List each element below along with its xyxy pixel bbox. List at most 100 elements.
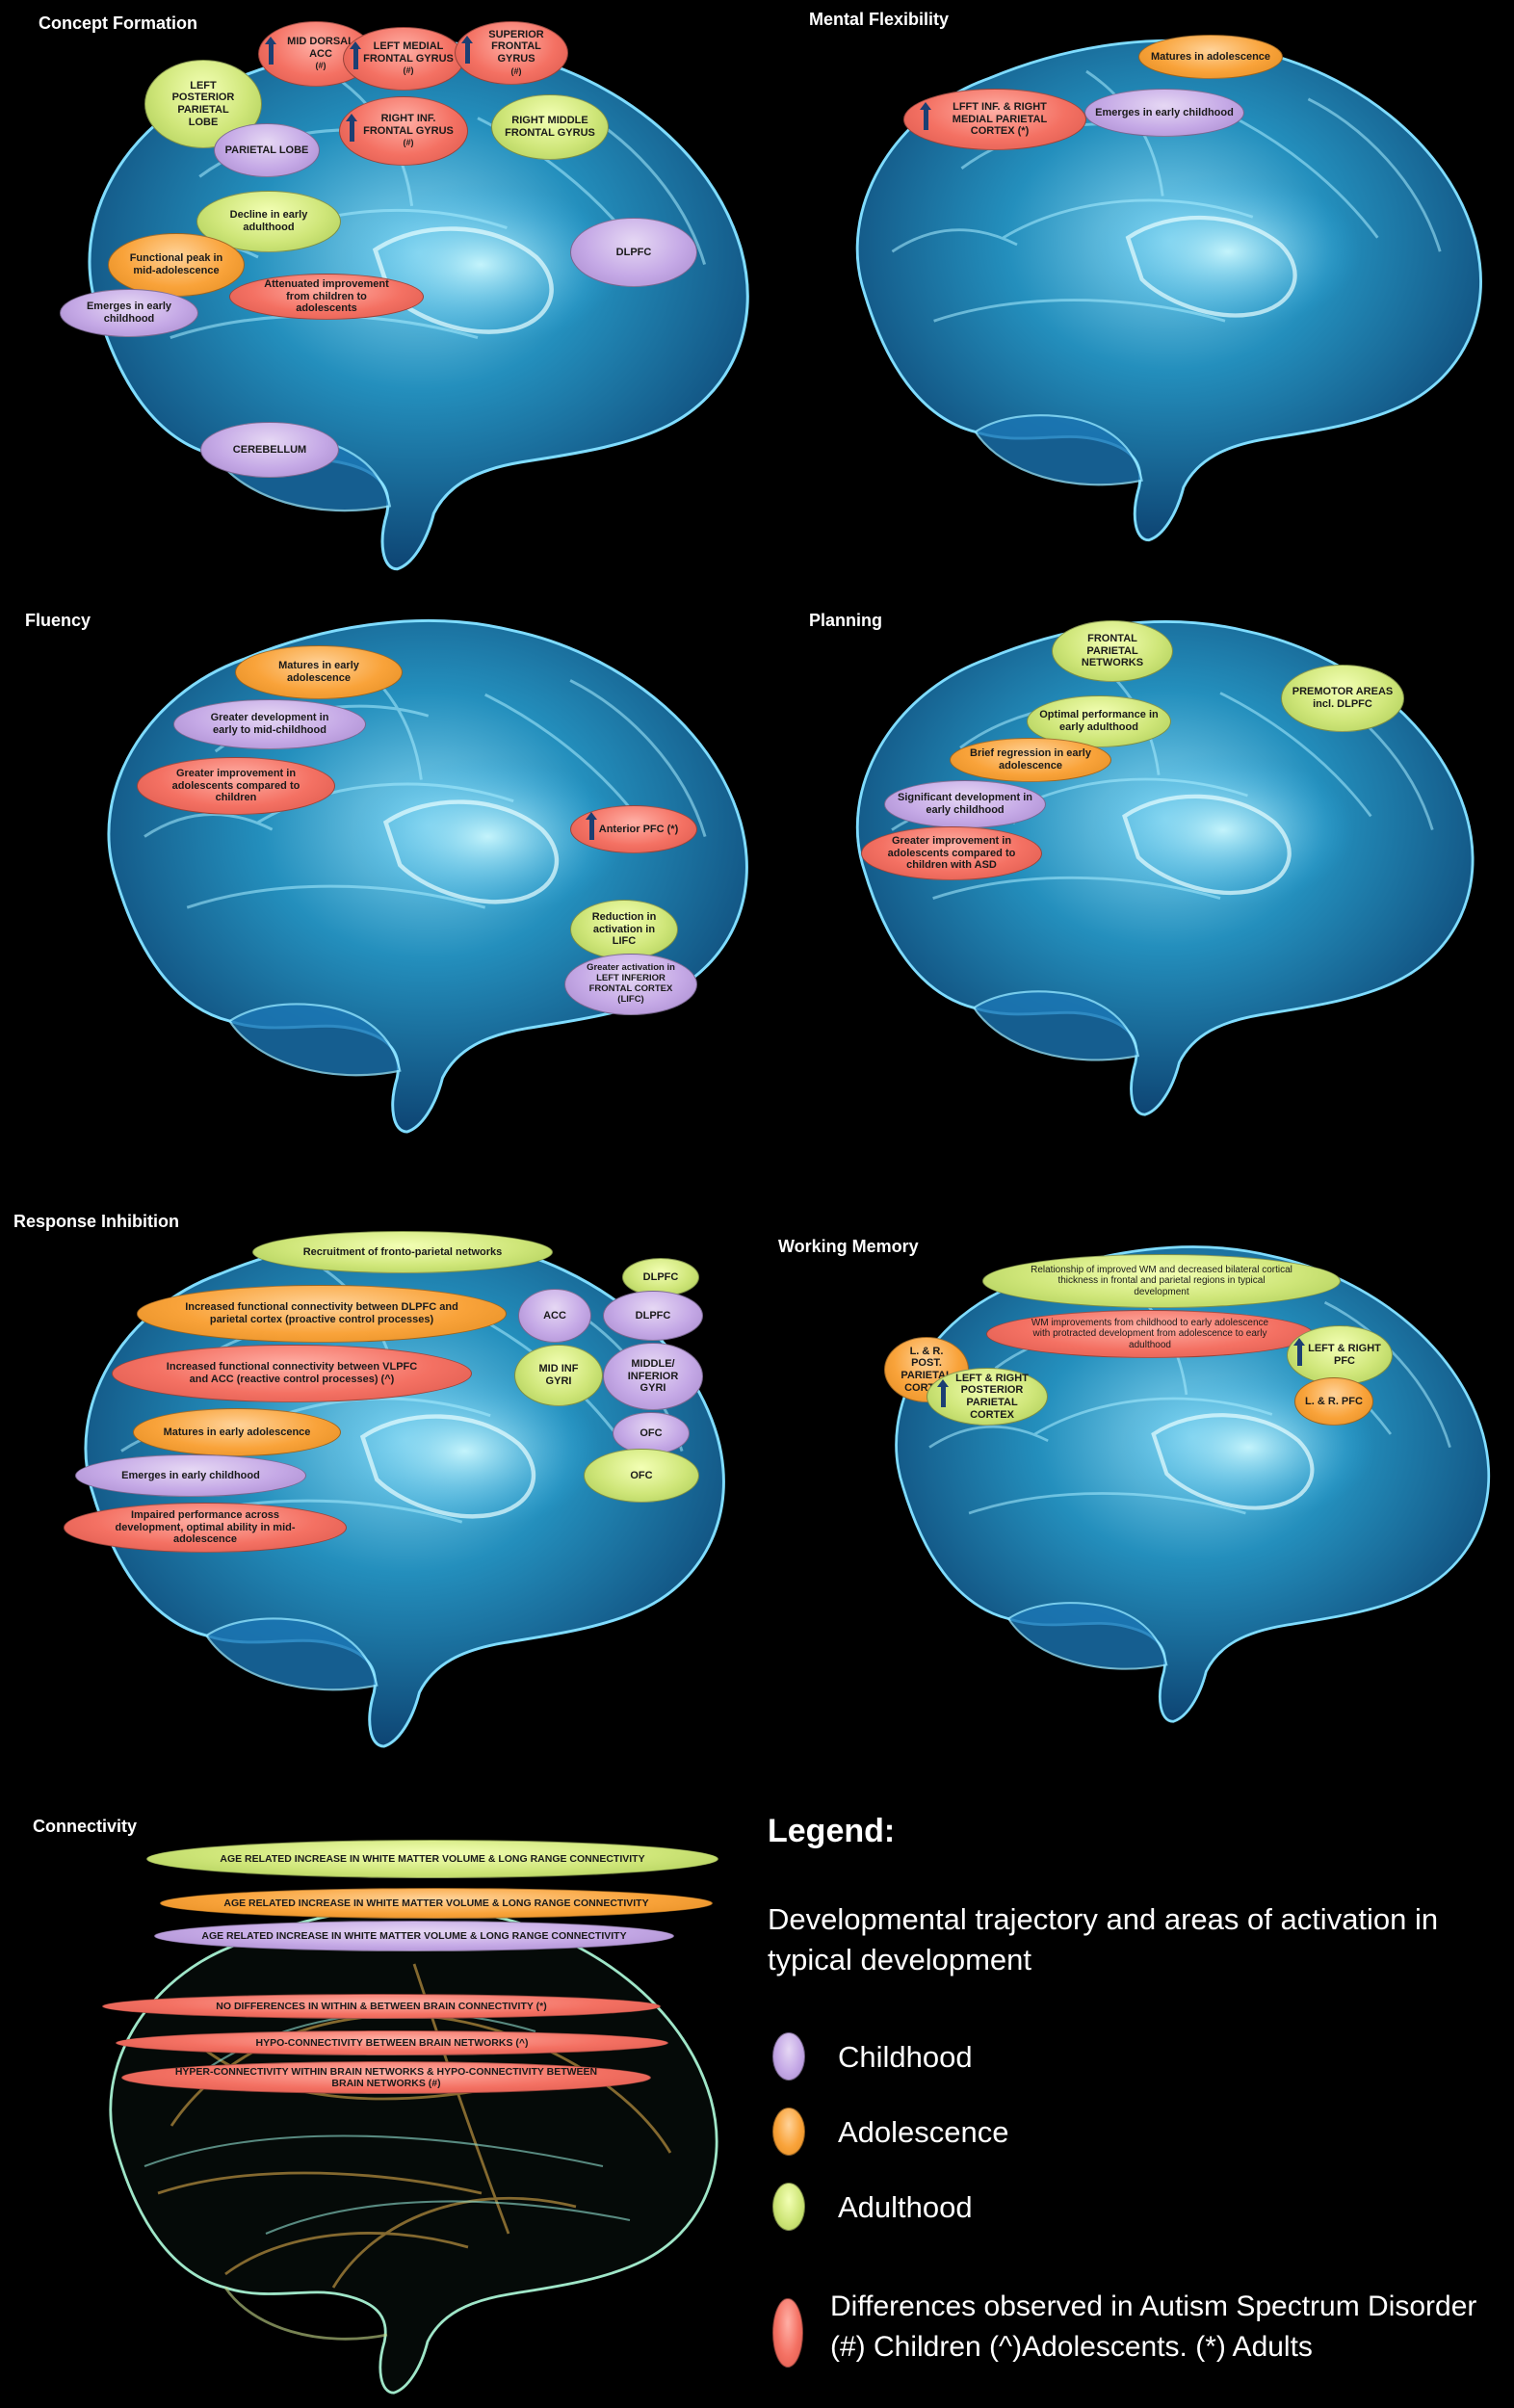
left-posterior-parietal-label: LEFT POSTERIOR PARIETAL LOBE	[163, 80, 244, 129]
legend-adolescence: Adolescence	[838, 2115, 1009, 2150]
acc-oval: ACC	[518, 1289, 591, 1343]
connectivity-bar-5-label: HYPO-CONNECTIVITY BETWEEN BRAIN NETWORKS…	[255, 2037, 528, 2049]
greater-activation-oval: Greater activation in LEFT INFERIOR FRON…	[564, 954, 697, 1015]
emerges-early-childhood-oval: Emerges in early childhood	[60, 289, 198, 337]
up-arrow-icon	[269, 43, 274, 65]
decline-early-adulthood-label: Decline in early adulthood	[221, 209, 317, 233]
left-medial-frontal-mark: (#)	[404, 65, 414, 75]
reduction-activation-oval: Reduction in activation in LIFC	[570, 900, 678, 959]
up-arrow-icon	[941, 1386, 946, 1407]
premotor-areas-oval: PREMOTOR AREAS incl. DLPFC	[1281, 665, 1404, 732]
significant-development-label: Significant development in early childho…	[895, 792, 1035, 816]
connectivity-bar-6: HYPER-CONNECTIVITY WITHIN BRAIN NETWORKS…	[121, 2061, 651, 2094]
mid-dorsal-acc-mark: (#)	[316, 61, 326, 70]
matures-adolescence-label: Matures in adolescence	[1151, 51, 1270, 64]
inhibition-emerges-oval: Emerges in early childhood	[75, 1454, 306, 1497]
acc-label: ACC	[543, 1310, 566, 1322]
middle-inferior-gyri-label: MIDDLE/ INFERIOR GYRI	[613, 1358, 692, 1395]
fluency-matures-oval: Matures in early adolescence	[235, 645, 403, 699]
connectivity-bar-4: NO DIFFERENCES IN WITHIN & BETWEEN BRAIN…	[102, 1994, 661, 2019]
connectivity-bar-2: AGE RELATED INCREASE IN WHITE MATTER VOL…	[160, 1888, 713, 1919]
up-arrow-icon	[1297, 1345, 1302, 1366]
optimal-performance-label: Optimal performance in early adulthood	[1037, 709, 1161, 733]
increased-vlpfc-label: Increased functional connectivity betwee…	[157, 1361, 427, 1385]
greater-improvement-label: Greater improvement in adolescents compa…	[167, 768, 305, 804]
emerges-early-childhood-label: Emerges in early childhood	[82, 301, 176, 325]
left-right-posterior-label: LEFT & RIGHT POSTERIOR PARIETAL CORTEX	[951, 1373, 1033, 1422]
left-right-posterior-oval: LEFT & RIGHT POSTERIOR PARIETAL CORTEX	[927, 1368, 1048, 1426]
increased-dlpfc-oval: Increased functional connectivity betwee…	[137, 1285, 507, 1343]
left-medial-frontal-label: LEFT MEDIAL FRONTAL GYRUS	[363, 40, 454, 65]
up-arrow-icon	[350, 120, 354, 142]
right-middle-frontal-label: RIGHT MIDDLE FRONTAL GYRUS	[502, 115, 598, 139]
middle-inferior-gyri-oval: MIDDLE/ INFERIOR GYRI	[603, 1343, 703, 1410]
cerebellum-oval: CEREBELLUM	[200, 422, 339, 478]
functional-peak-label: Functional peak in mid-adolescence	[128, 252, 224, 276]
right-inf-frontal-mark: (#)	[404, 138, 414, 147]
legend-asd-line1: Differences observed in Autism Spectrum …	[830, 2289, 1504, 2325]
greater-improvement-oval: Greater improvement in adolescents compa…	[137, 757, 335, 815]
connectivity-bar-5: HYPO-CONNECTIVITY BETWEEN BRAIN NETWORKS…	[116, 2030, 668, 2055]
up-arrow-icon	[465, 42, 470, 64]
attenuated-improvement-label: Attenuated improvement from children to …	[255, 278, 398, 315]
left-right-pfc-label: LEFT & RIGHT PFC	[1307, 1343, 1382, 1367]
frontal-parietal-networks-label: FRONTAL PARIETAL NETWORKS	[1062, 633, 1162, 669]
adolescence-swatch	[772, 2107, 805, 2156]
mid-inf-gyri-oval: MID INF GYRI	[514, 1345, 603, 1406]
dlpfc-mid-oval: DLPFC	[603, 1291, 703, 1341]
legend-adulthood: Adulthood	[838, 2190, 973, 2225]
connectivity-bar-2-label: AGE RELATED INCREASE IN WHITE MATTER VOL…	[223, 1898, 648, 1909]
inhibition-matures-oval: Matures in early adolescence	[133, 1408, 341, 1456]
connectivity-brain-image	[64, 1874, 738, 2404]
greater-improvement-asd-oval: Greater improvement in adolescents compa…	[861, 826, 1042, 880]
wm-improvements-oval: WM improvements from childhood to early …	[986, 1310, 1314, 1358]
ofc-1-oval: OFC	[613, 1412, 690, 1454]
dlpfc-label: DLPFC	[616, 247, 652, 259]
childhood-swatch	[772, 2032, 805, 2081]
ofc-2-label: OFC	[630, 1470, 652, 1482]
relationship-wm-label: Relationship of improved WM and decrease…	[1030, 1265, 1293, 1298]
legend-title: Legend:	[768, 1813, 895, 1850]
right-inf-frontal-label: RIGHT INF. FRONTAL GYRUS	[363, 113, 454, 137]
legend-subtitle: Developmental trajectory and areas of ac…	[768, 1899, 1480, 1980]
dlpfc-oval: DLPFC	[570, 218, 697, 287]
flex-emerges-childhood-oval: Emerges in early childhood	[1084, 89, 1244, 137]
relationship-wm-oval: Relationship of improved WM and decrease…	[982, 1254, 1341, 1308]
premotor-areas-label: PREMOTOR AREAS incl. DLPFC	[1292, 686, 1394, 710]
attenuated-improvement-oval: Attenuated improvement from children to …	[229, 274, 424, 320]
parietal-lobe-oval: PARIETAL LOBE	[214, 123, 320, 177]
legend-childhood: Childhood	[838, 2040, 973, 2075]
connectivity-bar-1-label: AGE RELATED INCREASE IN WHITE MATTER VOL…	[220, 1853, 644, 1865]
recruitment-oval: Recruitment of fronto-parietal networks	[252, 1231, 553, 1273]
superior-frontal-mark: (#)	[511, 66, 522, 76]
connectivity-bar-3: AGE RELATED INCREASE IN WHITE MATTER VOL…	[154, 1921, 674, 1951]
increased-dlpfc-label: Increased functional connectivity betwee…	[182, 1301, 461, 1325]
anterior-pfc-oval: Anterior PFC (*)	[570, 805, 697, 853]
mid-inf-gyri-label: MID INF GYRI	[525, 1363, 592, 1387]
impaired-performance-label: Impaired performance across development,…	[103, 1509, 307, 1546]
right-inf-frontal-oval: RIGHT INF. FRONTAL GYRUS(#)	[339, 96, 468, 166]
ofc-2-oval: OFC	[584, 1449, 699, 1503]
fluency-brain-image	[58, 595, 770, 1135]
parietal-lobe-label: PARIETAL LOBE	[225, 144, 309, 157]
dlpfc-mid-label: DLPFC	[636, 1310, 671, 1322]
brief-regression-oval: Brief regression in early adolescence	[950, 738, 1111, 782]
legend-asd-line2: (#) Children (^)Adolescents. (*) Adults	[830, 2329, 1504, 2366]
impaired-performance-oval: Impaired performance across development,…	[64, 1503, 347, 1553]
matures-adolescence-oval: Matures in adolescence	[1138, 35, 1283, 79]
left-medial-frontal-oval: LEFT MEDIAL FRONTAL GYRUS(#)	[343, 27, 464, 91]
connectivity-title: Connectivity	[33, 1817, 137, 1837]
wm-improvements-label: WM improvements from childhood to early …	[1030, 1318, 1270, 1351]
lr-pfc-label: L. & R. PFC	[1305, 1396, 1363, 1408]
brief-regression-label: Brief regression in early adolescence	[960, 747, 1101, 772]
connectivity-bar-4-label: NO DIFFERENCES IN WITHIN & BETWEEN BRAIN…	[216, 2001, 546, 2012]
right-middle-frontal-oval: RIGHT MIDDLE FRONTAL GYRUS	[491, 94, 609, 160]
lfft-inf-parietal-oval: LFFT INF. & RIGHT MEDIAL PARIETAL CORTEX…	[903, 89, 1086, 150]
lfft-inf-parietal-label: LFFT INF. & RIGHT MEDIAL PARIETAL CORTEX…	[933, 101, 1066, 138]
increased-vlpfc-oval: Increased functional connectivity betwee…	[112, 1345, 472, 1402]
dlpfc-top-label: DLPFC	[643, 1271, 679, 1284]
greater-development-oval: Greater development in early to mid-chil…	[173, 699, 366, 749]
adulthood-swatch	[772, 2183, 805, 2231]
inhibition-matures-label: Matures in early adolescence	[164, 1426, 311, 1439]
functional-peak-oval: Functional peak in mid-adolescence	[108, 233, 245, 297]
